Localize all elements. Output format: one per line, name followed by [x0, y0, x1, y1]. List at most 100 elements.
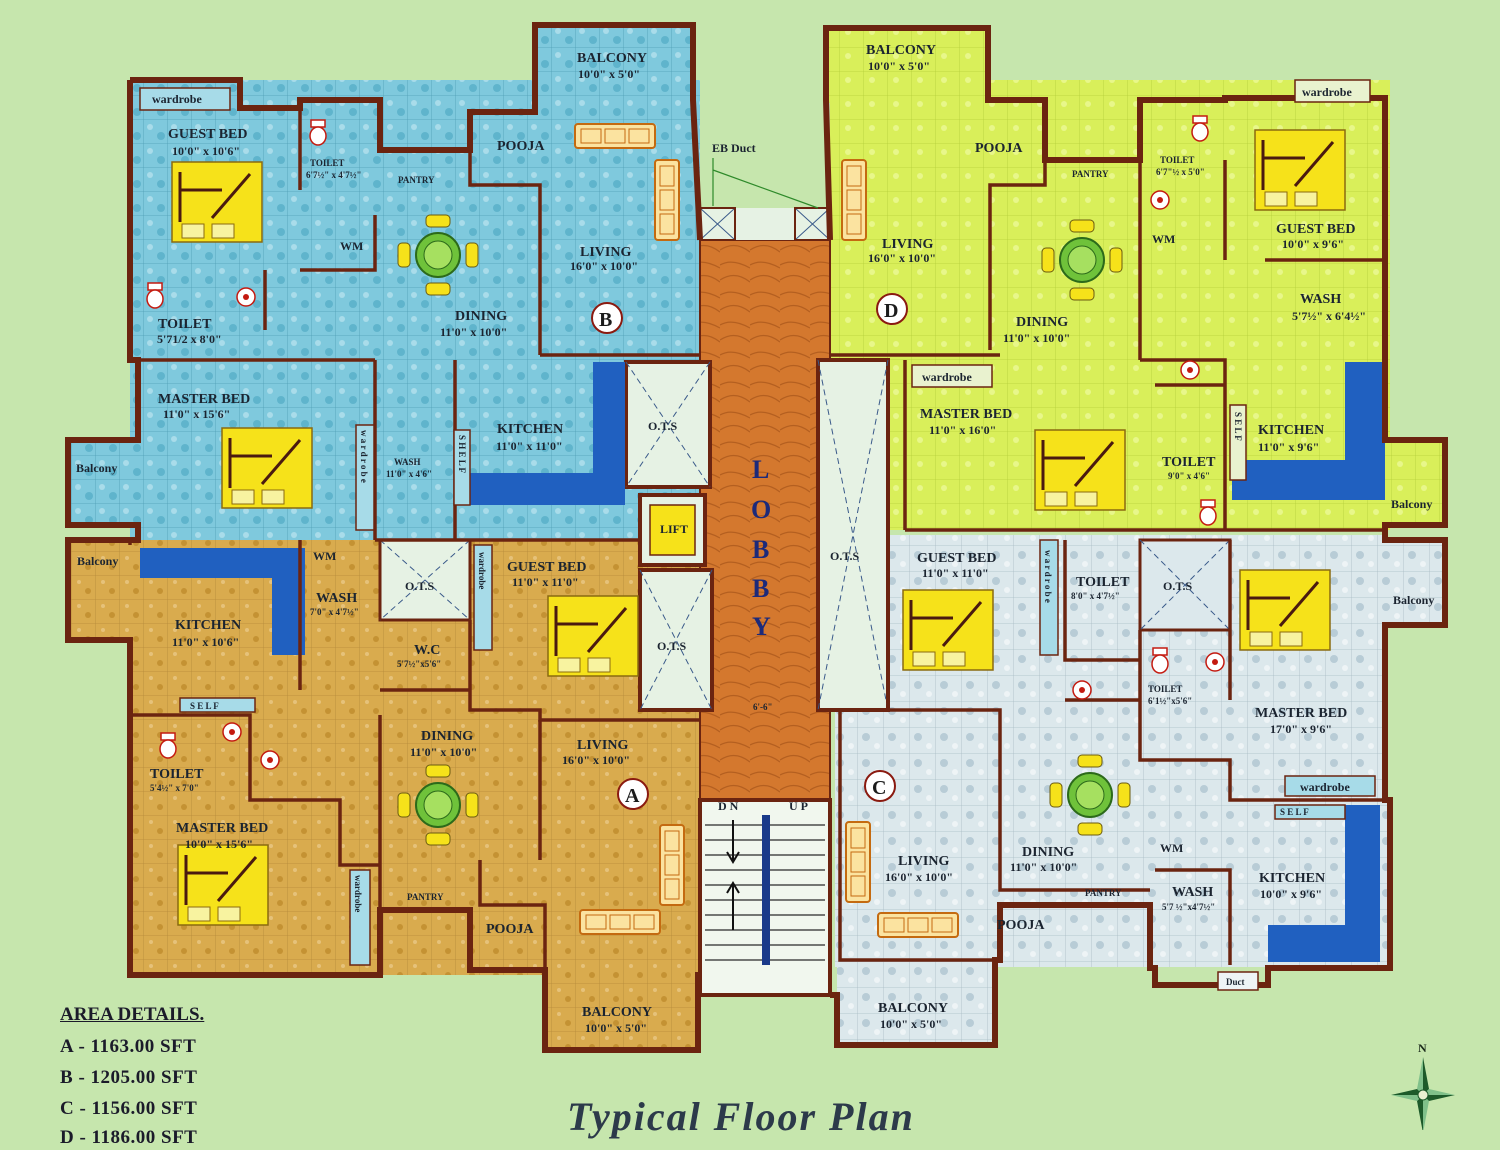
c-pooja: POOJA [997, 918, 1045, 933]
stair-dim: 6'-6" [753, 702, 773, 712]
d-wash-name: WASH [1300, 292, 1341, 307]
svg-text:A: A [625, 785, 640, 807]
b-toilet1-dim: 6'7½" x 4'7½" [306, 170, 362, 180]
c-balcony-side: Balcony [1393, 593, 1434, 607]
b-wardrobe-vertical: w a r d r o b e [359, 430, 369, 483]
lift-label: LIFT [660, 522, 688, 536]
c-master-bed-name: MASTER BED [1255, 706, 1347, 721]
b-wash-dim: 11'0" x 4'6" [386, 469, 432, 479]
lobby-letter-2: O [751, 495, 771, 524]
d-balcony-side: Balcony [1391, 497, 1432, 511]
b-dining-dim: 11'0" x 10'0" [440, 325, 507, 339]
b-wash-name: WASH [394, 457, 421, 467]
a-guest-bed-name: GUEST BED [507, 560, 587, 575]
lobby-letter-4: B [752, 574, 769, 603]
a-master-bed-dim: 10'0" x 15'6" [185, 837, 253, 851]
area-row-c: C - 1156.00 SFT [60, 1098, 197, 1120]
a-balcony-dim: 10'0" x 5'0" [585, 1021, 647, 1035]
b-master-bed-dim: 11'0" x 15'6" [163, 407, 230, 421]
a-wc-dim: 5'7½"x5'6" [397, 659, 441, 669]
d-toilet1-name: TOILET [1160, 155, 1194, 165]
eb-duct-label: EB Duct [712, 141, 756, 155]
b-pooja: POOJA [497, 139, 545, 154]
b-wardrobe: wardrobe [152, 92, 202, 106]
c-toilet1-dim: 8'0" x 4'7½" [1071, 591, 1120, 601]
d-dining-dim: 11'0" x 10'0" [1003, 331, 1070, 345]
a-kitchen-dim: 11'0" x 10'6" [172, 635, 239, 649]
compass-north: N [1418, 1041, 1427, 1055]
unit-c-marker: C [864, 770, 896, 802]
svg-text:C: C [872, 777, 886, 799]
c-wash-dim: 5'7 ½"x4'7½" [1162, 902, 1215, 912]
a-dining-name: DINING [421, 729, 473, 744]
b-guest-bed-dim: 10'0" x 10'6" [172, 144, 240, 158]
b-toilet1-name: TOILET [310, 158, 344, 168]
d-toilet2-dim: 9'0" x 4'6" [1168, 471, 1210, 481]
walls [65, 22, 1448, 1053]
area-details-heading: AREA DETAILS. [60, 1004, 205, 1025]
b-balcony-name: BALCONY [577, 51, 647, 66]
a-living-name: LIVING [577, 738, 628, 753]
d-dining-name: DINING [1016, 315, 1068, 330]
b-living-name: LIVING [580, 245, 631, 260]
ots-c-label: O.T.S [1163, 579, 1192, 593]
c-pantry: PANTRY [1085, 888, 1122, 898]
unit-a-marker: A [617, 778, 649, 810]
c-kitchen-name: KITCHEN [1259, 871, 1325, 886]
area-unit: B [60, 1067, 74, 1088]
b-kitchen-name: KITCHEN [497, 422, 563, 437]
b-toilet2-name: TOILET [158, 317, 212, 332]
unit-d-marker: D [876, 293, 908, 325]
d-kitchen-dim: 11'0" x 9'6" [1258, 440, 1319, 454]
area-value: - 1163.00 SFT [73, 1036, 197, 1057]
area-value: - 1205.00 SFT [73, 1067, 198, 1088]
unit-b-marker: B [591, 302, 623, 334]
b-pantry: PANTRY [398, 175, 435, 185]
c-guest-bed-dim: 11'0" x 11'0" [922, 566, 989, 580]
a-toilet-dim: 5'4½" x 7'0" [150, 783, 199, 793]
svg-text:D: D [884, 300, 898, 322]
stair-dn: D N [718, 799, 739, 813]
d-toilet1-dim: 6'7"½ x 5'0" [1156, 167, 1205, 177]
b-guest-bed-name: GUEST BED [168, 127, 248, 142]
c-dining-dim: 11'0" x 10'0" [1010, 860, 1077, 874]
a-kitchen-name: KITCHEN [175, 618, 241, 633]
b-toilet2-dim: 5'71/2 x 8'0" [157, 332, 222, 346]
d-wm: WM [1152, 232, 1175, 246]
a-master-bed-name: MASTER BED [176, 821, 268, 836]
d-guest-bed-name: GUEST BED [1276, 222, 1356, 237]
d-living-name: LIVING [882, 237, 933, 252]
c-guest-bed-name: GUEST BED [917, 551, 997, 566]
a-balcony-side: Balcony [77, 554, 118, 568]
b-balcony-dim: 10'0" x 5'0" [578, 67, 640, 81]
ots-left-lower-label: O.T.S [657, 639, 686, 653]
c-kitchen-dim: 10'0" x 9'6" [1260, 887, 1322, 901]
d-wardrobe-2: wardrobe [922, 370, 972, 384]
c-toilet1-name: TOILET [1076, 575, 1130, 590]
a-pooja: POOJA [486, 922, 534, 937]
a-pantry: PANTRY [407, 892, 444, 902]
a-wardrobe-vertical-2: wardrobe [353, 875, 363, 912]
a-living-dim: 16'0" x 10'0" [562, 753, 630, 767]
area-value: - 1186.00 SFT [74, 1127, 198, 1148]
c-living-dim: 16'0" x 10'0" [885, 870, 953, 884]
compass-icon: N [1391, 1041, 1455, 1130]
lobby-letter-1: L [752, 455, 769, 484]
d-guest-bed-dim: 10'0" x 9'6" [1282, 237, 1344, 251]
b-shelf: S H E L F [457, 435, 467, 474]
lobby [699, 239, 831, 801]
a-wash-dim: 7'0" x 4'7½" [310, 607, 359, 617]
b-dining-name: DINING [455, 309, 507, 324]
c-balcony-dim: 10'0" x 5'0" [880, 1017, 942, 1031]
area-value: - 1156.00 SFT [74, 1098, 198, 1119]
c-self: S E L F [1280, 807, 1309, 817]
c-living-name: LIVING [898, 854, 949, 869]
b-living-dim: 16'0" x 10'0" [570, 259, 638, 273]
area-row-d: D - 1186.00 SFT [60, 1127, 197, 1149]
c-master-bed-dim: 17'0" x 9'6" [1270, 722, 1332, 736]
area-unit: A [60, 1036, 74, 1057]
d-balcony-dim: 10'0" x 5'0" [868, 59, 930, 73]
b-master-bed-name: MASTER BED [158, 392, 250, 407]
a-dining-dim: 11'0" x 10'0" [410, 745, 477, 759]
d-wardrobe: wardrobe [1302, 85, 1352, 99]
